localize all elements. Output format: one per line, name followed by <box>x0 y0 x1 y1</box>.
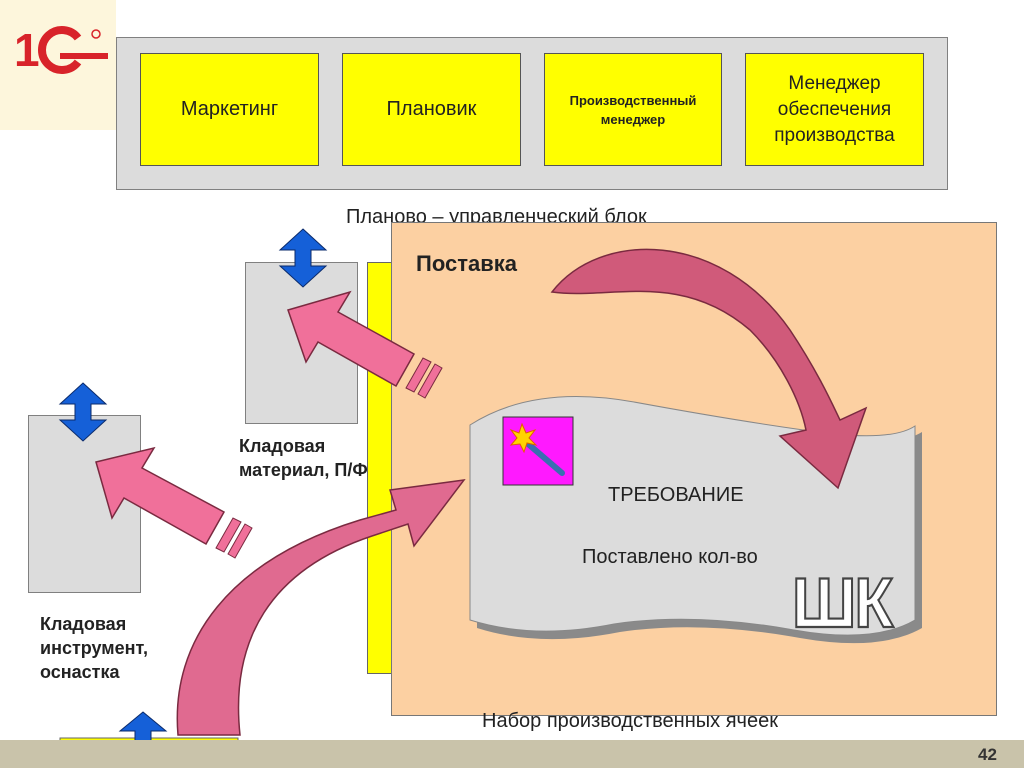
role-label: Производственный менеджер <box>569 92 697 127</box>
bottom-curved-arrow <box>176 479 466 736</box>
document-title: ТРЕБОВАНИЕ <box>608 484 744 506</box>
delivery-curved-arrow <box>550 248 868 490</box>
tools-pink-arrow <box>95 446 253 559</box>
barcode-label: ШК <box>791 562 894 643</box>
magic-wand-icon <box>502 416 574 486</box>
role-label: Менеджер обеспечения производства <box>774 72 895 146</box>
role-marketing: Маркетинг <box>140 53 319 166</box>
delivery-title: Поставка <box>416 251 517 276</box>
role-planner: Плановик <box>342 53 521 166</box>
cells-caption: Набор производственных ячеек <box>482 710 778 732</box>
warehouse-tools-label: Кладовая инструмент, оснастка <box>40 614 148 682</box>
page-number: 42 <box>978 745 997 764</box>
materials-pink-arrow <box>287 290 443 399</box>
role-label: Маркетинг <box>180 98 279 120</box>
footer-bar <box>0 740 1024 768</box>
document-line: Поставлено кол-во <box>582 546 758 568</box>
warehouse-materials-label: Кладовая материал, П/Ф <box>239 436 368 480</box>
double-arrow-icon <box>58 382 108 442</box>
role-label: Плановик <box>386 98 477 120</box>
logo-area <box>0 0 116 130</box>
double-arrow-icon <box>278 228 328 288</box>
logo-1c-icon: 1 <box>14 24 108 76</box>
role-supply-manager: Менеджер обеспечения производства <box>745 53 924 166</box>
role-production-manager: Производственный менеджер <box>544 53 722 166</box>
svg-text:1: 1 <box>14 24 40 76</box>
